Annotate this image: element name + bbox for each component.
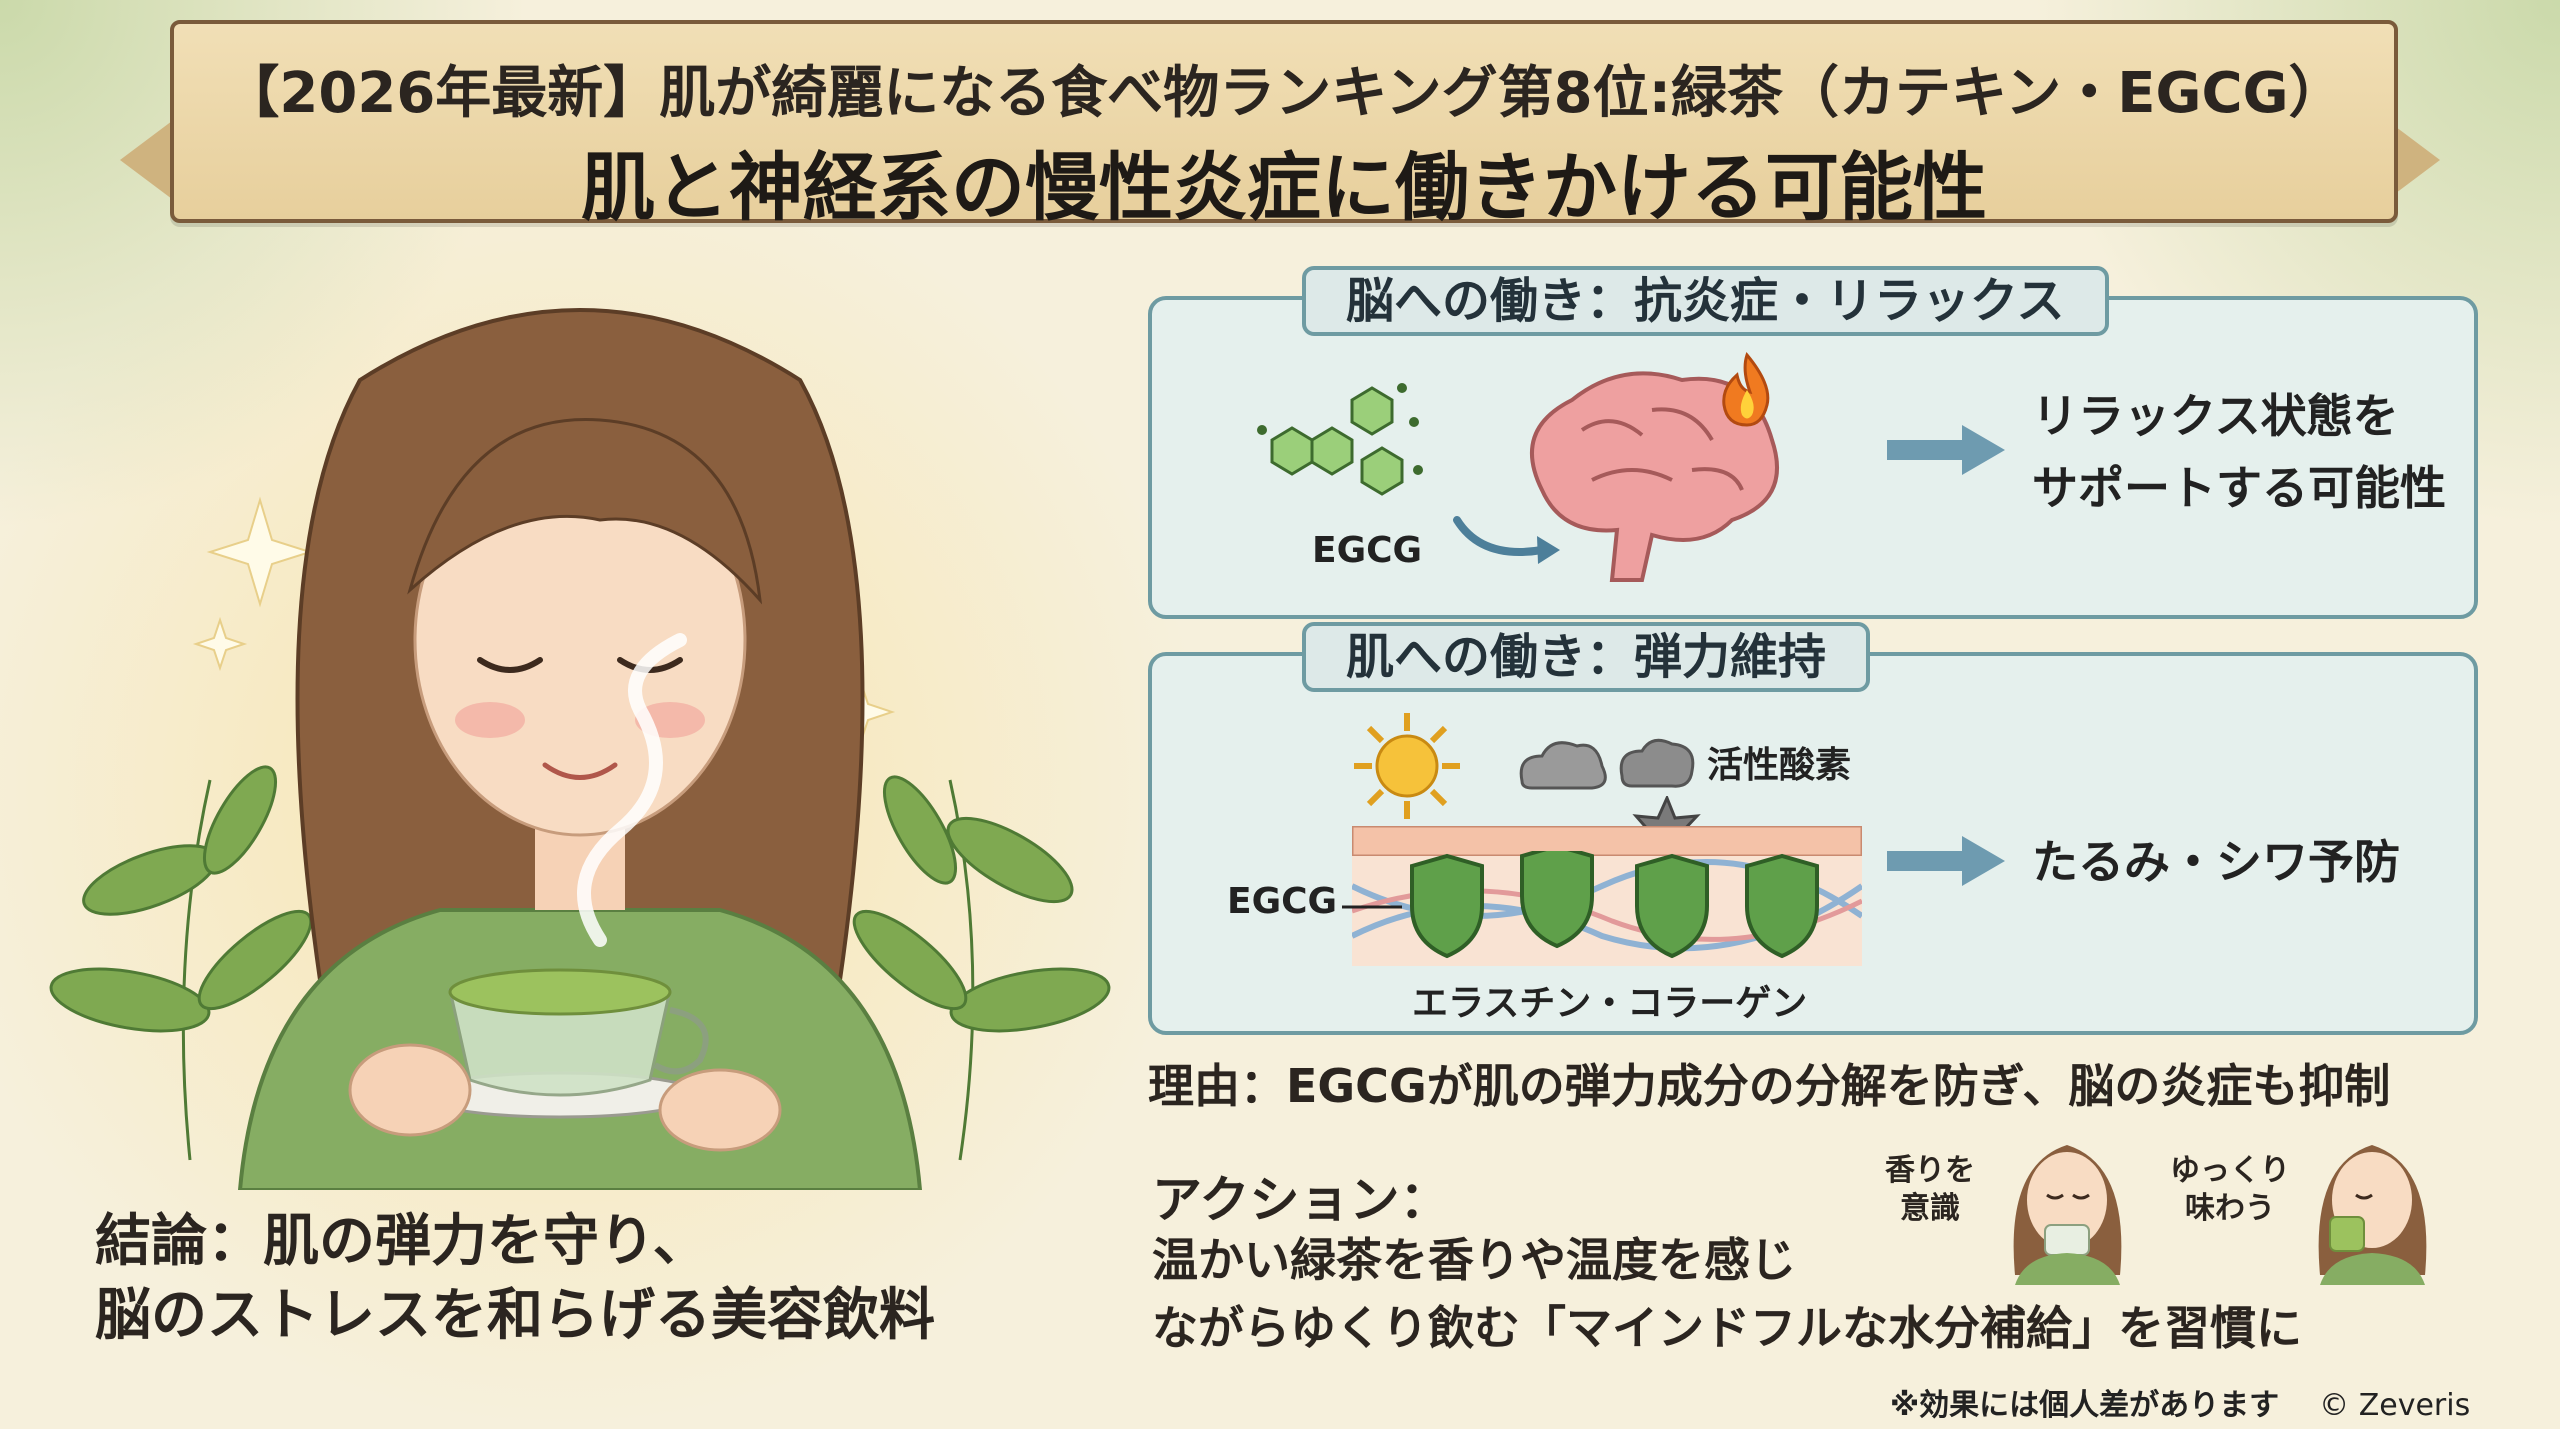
brain-effect-panel: 脳への働き：抗炎症・リラックス EGCG リラックス状態を サポートする可能性 — [1148, 266, 2478, 619]
mini-caption-scent-line-2: 意識 — [1900, 1191, 1960, 1226]
action-text: 温かい緑茶を香りや温度を感じ ながらゆくり飲む「マインドフルな水分補給」を習慣に — [1152, 1226, 2302, 1362]
credit-text: © Zeveris — [2319, 1388, 2471, 1423]
title-banner: 【2026年最新】肌が綺麗になる食べ物ランキング第8位:緑茶（カテキン・EGCG… — [170, 20, 2398, 231]
conclusion-line-1: 結論：肌の弾力を守り、 — [95, 1209, 709, 1274]
result-arrow-icon — [1887, 425, 2005, 475]
elastin-collagen-label: エラスチン・コラーゲン — [1412, 983, 1808, 1024]
egcg-pointer-line — [1342, 905, 1402, 909]
brain-panel-title: 脳への働き：抗炎症・リラックス — [1302, 266, 2109, 336]
skin-effect-panel: 肌への働き：弾力維持 活性酸素 EGCG — [1148, 622, 2478, 1035]
woman-drinking-tea-illustration — [49, 308, 1111, 1190]
egcg-shield-icon — [1410, 851, 1819, 959]
woman-sipping-tea-icon — [2318, 1145, 2427, 1285]
curved-arrow-icon — [1453, 516, 1560, 564]
skin-panel-title: 肌への働き：弾力維持 — [1302, 622, 1871, 692]
skin-result-text: たるみ・シワ予防 — [2032, 835, 2400, 889]
conclusion-line-2: 脳のストレスを和らげる美容飲料 — [95, 1283, 935, 1348]
tea-leaf-branch-right-icon — [852, 775, 1111, 1161]
action-title: アクション： — [1152, 1171, 1450, 1229]
mini-caption-scent: 香りを 意識 — [1885, 1152, 1975, 1228]
mini-caption-taste-line-2: 味わう — [2185, 1191, 2275, 1226]
pollution-cloud-icon — [1519, 738, 1695, 790]
woman-smelling-tea-icon — [2013, 1145, 2122, 1285]
egcg-molecule-label: EGCG — [1312, 530, 1423, 571]
reason-text: 理由：EGCGが肌の弾力成分の分解を防ぎ、脳の炎症も抑制 — [1148, 1059, 2391, 1113]
brain-icon — [1530, 371, 1779, 582]
result-arrow-icon — [1887, 836, 2005, 886]
action-line-2: ながらゆくり飲む「マインドフルな水分補給」を習慣に — [1152, 1301, 2302, 1355]
banner-subtitle: 肌と神経系の慢性炎症に働きかける可能性 — [581, 145, 1987, 231]
brain-result-text: リラックス状態を サポートする可能性 — [2032, 380, 2446, 524]
action-line-1: 温かい緑茶を香りや温度を感じ — [1152, 1233, 1796, 1287]
conclusion-text: 結論：肌の弾力を守り、 脳のストレスを和らげる美容飲料 — [95, 1205, 935, 1353]
footnote: ※効果には個人差があります © Zeveris — [1890, 1380, 2470, 1424]
uv-sun-icon — [1354, 713, 1460, 819]
disclaimer-text: ※効果には個人差があります — [1890, 1388, 2280, 1423]
inflammation-flame-icon — [1722, 351, 1770, 427]
reactive-oxygen-label: 活性酸素 — [1707, 745, 1852, 786]
tea-leaf-branch-left-icon — [49, 765, 313, 1161]
egcg-molecule-icon — [1257, 383, 1423, 496]
brain-result-line-2: サポートする可能性 — [2032, 461, 2446, 515]
mini-caption-scent-line-1: 香りを — [1885, 1153, 1975, 1188]
brain-result-line-1: リラックス状態を — [2032, 389, 2399, 443]
banner-title: 【2026年最新】肌が綺麗になる食べ物ランキング第8位:緑茶（カテキン・EGCG… — [223, 61, 2345, 126]
mini-caption-taste: ゆっくり 味わう — [2170, 1152, 2290, 1228]
steam-icon — [577, 633, 687, 947]
mini-caption-taste-line-1: ゆっくり — [2170, 1153, 2290, 1188]
egcg-shield-label: EGCG — [1227, 881, 1338, 922]
